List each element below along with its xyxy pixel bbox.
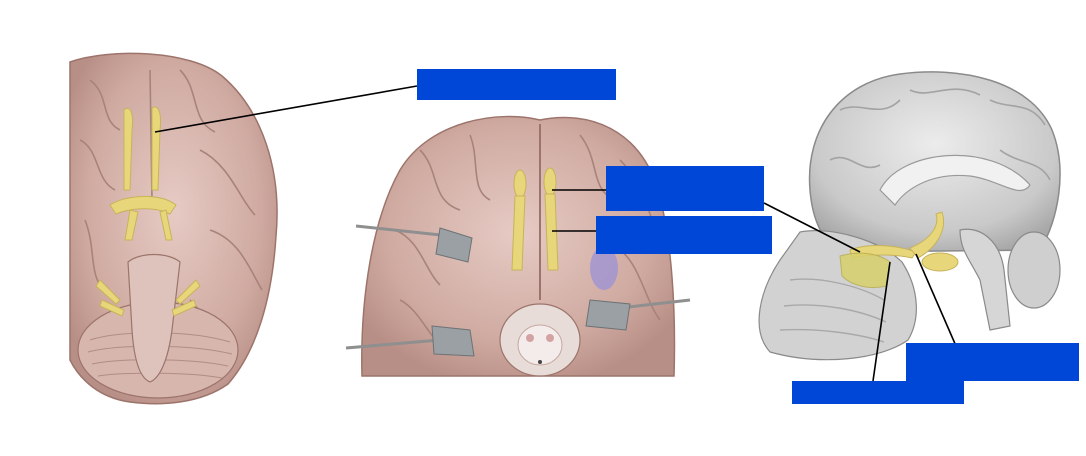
cranial-nerve-highlights [95,106,201,317]
sagittal-cerebellum [1007,231,1061,309]
label-box-4[interactable] [906,343,1079,381]
olfactory-tracts [511,167,559,271]
midsagittal-brain-view [758,71,1061,361]
label-box-1[interactable] [417,69,616,100]
leader-line-5 [915,253,957,347]
leader-lines [154,85,957,382]
midbrain-section [499,303,581,377]
inferior-brain-view [69,52,278,405]
label-box-3[interactable] [596,216,772,254]
label-boxes [417,69,1079,404]
label-box-5[interactable] [792,381,964,404]
leader-line-6 [872,261,891,382]
corpus-callosum [879,154,1031,206]
retractors [345,224,691,357]
leader-line-4 [763,202,861,253]
sagittal-gyri [829,88,1051,181]
brainstem [127,253,181,383]
label-box-2[interactable] [606,166,764,211]
leader-line-1 [154,85,418,133]
sagittal-brainstem [959,228,1011,331]
shaded-region [590,246,618,290]
olfactory-highlight-sagittal [839,211,959,289]
